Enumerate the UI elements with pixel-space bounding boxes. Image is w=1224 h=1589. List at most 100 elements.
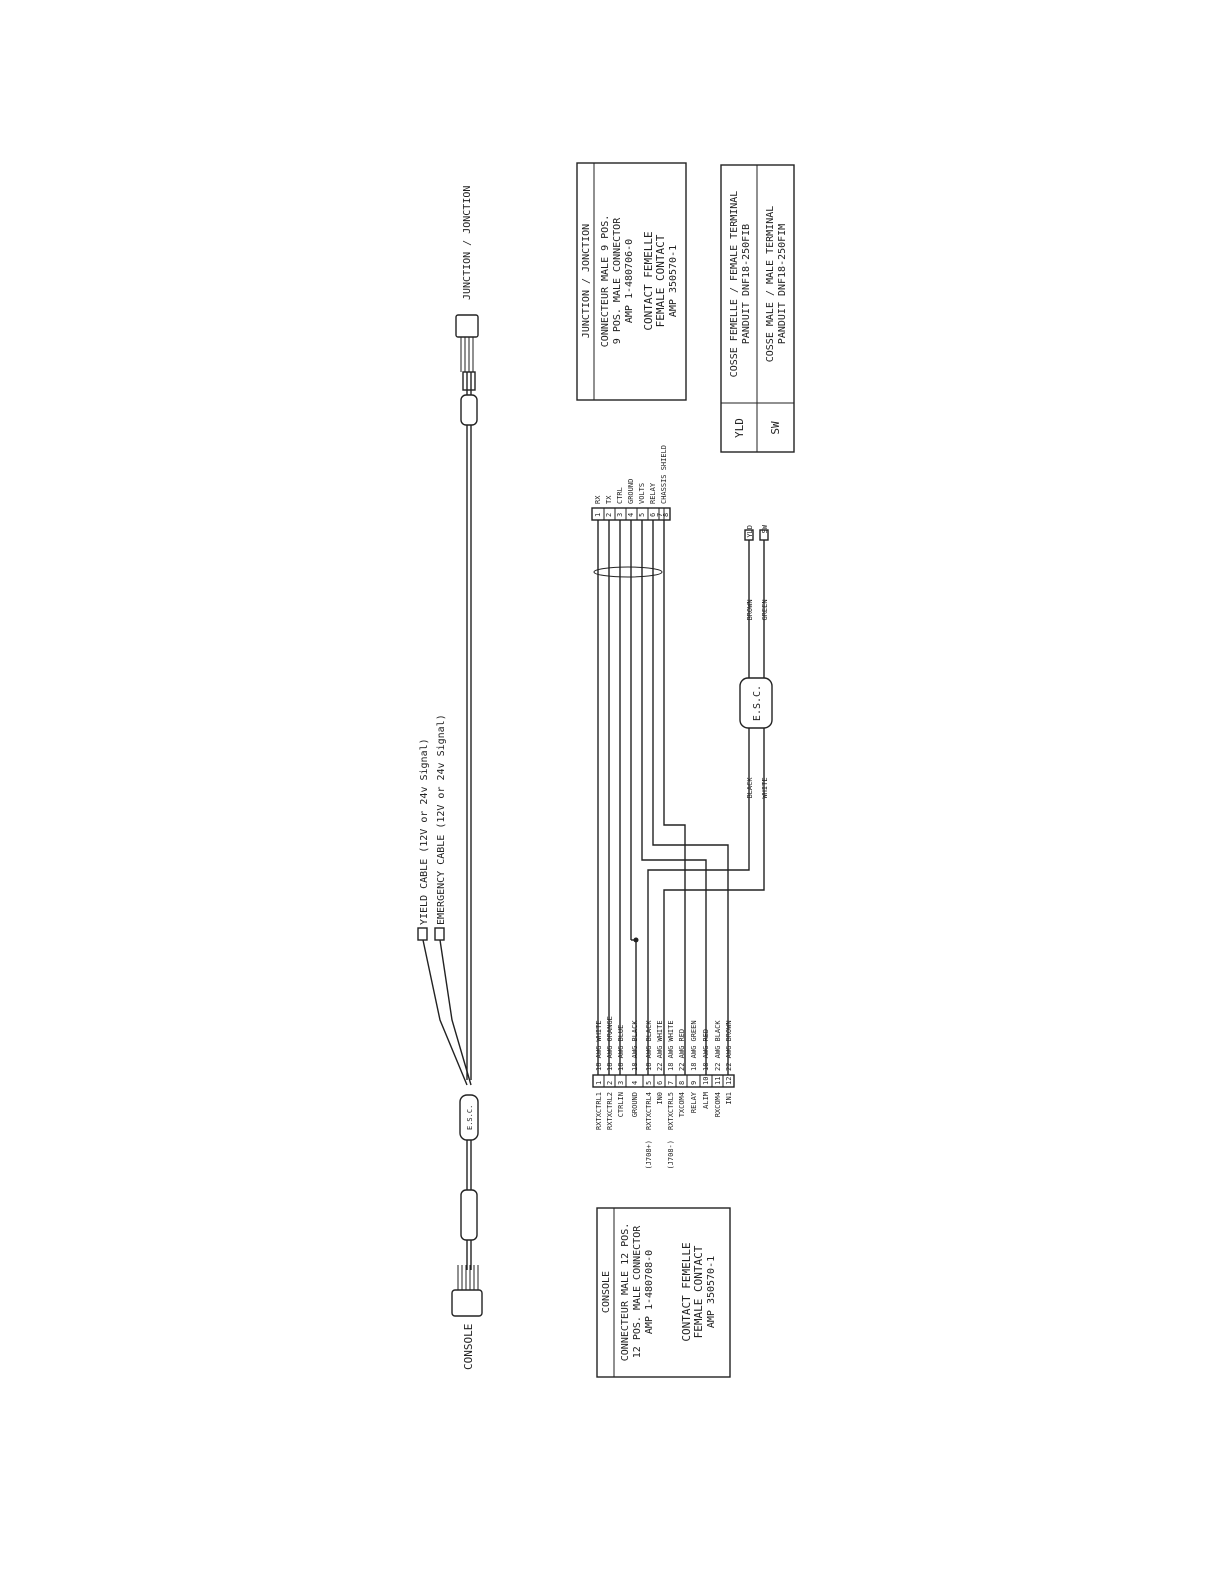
terminal-row2-line2: PANDUIT DNF18-250FIM — [777, 224, 788, 344]
terminal-row1-line2: PANDUIT DNF18-250FIB — [741, 224, 752, 344]
junction-pin-signal: VOLTS — [638, 483, 646, 504]
console-pin-num: 10 — [702, 1077, 710, 1085]
console-pin-signal: RXTXCTRL1 — [595, 1092, 603, 1130]
terminal-row1-line1: COSSE FEMELLE / FEMALE TERMINAL — [729, 191, 740, 378]
console-pin-num: 7 — [667, 1081, 675, 1085]
console-pin-signal: CTRLIN — [617, 1092, 625, 1117]
console-pin-wire: 22 AWG RED — [678, 1029, 686, 1071]
console-box-line5: FEMALE CONTACT — [692, 1245, 705, 1338]
esc-overview-label: E.S.C. — [466, 1105, 474, 1130]
junction-box-line5: FEMALE CONTACT — [654, 234, 667, 327]
console-pin-num: 8 — [678, 1081, 686, 1085]
console-pin-wire: 18 AWG BLACK — [645, 1020, 653, 1071]
terminal-info-box: YLD COSSE FEMELLE / FEMALE TERMINAL PAND… — [720, 164, 795, 453]
console-box-line1: CONNECTEUR MALE 12 POS. — [620, 1223, 631, 1361]
console-pin-wire: 18 AWG WHITE — [595, 1020, 603, 1071]
console-pin-strip: 1 2 3 4 5 6 7 8 9 10 11 12 18 AWG WHITE … — [592, 1016, 735, 1170]
console-pin-signal: TXCOM4 — [678, 1092, 686, 1117]
junction-pin-signal: CHASSIS SHIELD — [660, 445, 668, 504]
junction-pin-signal: CTRL — [616, 487, 624, 504]
console-pin-signal: RXCOM4 — [714, 1092, 722, 1117]
junction-pin-num: 1 — [594, 513, 602, 517]
console-pin-wire: 18 AWG BLACK — [631, 1020, 639, 1071]
console-pin-wire: 18 AWG RED — [702, 1029, 710, 1071]
esc-module-label: E.S.C. — [752, 685, 763, 721]
emergency-terminal-icon — [434, 927, 445, 941]
junction-box-title: JUNCTION / JONCTION — [581, 224, 592, 338]
terminal-row1-code: YLD — [733, 418, 746, 438]
console-pin-wire: 18 AWG ORANGE — [606, 1016, 614, 1071]
junction-overview-label: JUNCTION / JONCTION — [462, 186, 473, 300]
terminal-row2-code: SW — [769, 421, 782, 435]
junction-pin-num: 3 — [616, 513, 624, 517]
junction-box-line3: AMP 1-480706-0 — [624, 239, 635, 323]
console-connector-icon — [451, 1265, 483, 1317]
console-box-line4: CONTACT FEMELLE — [680, 1242, 693, 1341]
junction-box-line1: CONNECTEUR MALE 9 POS. — [600, 215, 611, 347]
junction-pin-num: 4 — [627, 513, 635, 517]
console-pin-wire: 22 AWG BROWN — [725, 1020, 733, 1071]
console-pin-signal: RXTXCTRL2 — [606, 1092, 614, 1130]
console-box-line2: 12 POS. MALE CONNECTOR — [632, 1225, 643, 1358]
junction-info-box: JUNCTION / JONCTION CONNECTEUR MALE 9 PO… — [576, 162, 687, 401]
emergency-cable-label: EMERGENCY CABLE (12V or 24v Signal) — [436, 714, 447, 925]
console-pin-signal: IN1 — [725, 1092, 733, 1105]
junction-pin-num: 8 — [662, 513, 670, 517]
esc-term-yld: YLD — [746, 525, 754, 538]
junction-pin-num: 6 — [649, 513, 657, 517]
sw-terminal-icon — [759, 529, 769, 541]
yield-cable-label: YIELD CABLE (12V or 24v Signal) — [419, 738, 430, 925]
junction-pin-signal: TX — [605, 495, 613, 504]
j708-plus-note: (J708+) — [645, 1140, 653, 1170]
console-pin-signal: ALIM — [702, 1092, 710, 1109]
junction-pin-signal: RX — [594, 495, 602, 504]
junction-connector-icon — [455, 314, 479, 372]
console-info-box: CONSOLE CONNECTEUR MALE 12 POS. 12 POS. … — [596, 1207, 731, 1378]
console-pin-num: 9 — [690, 1081, 698, 1085]
shield-ellipse — [593, 566, 663, 578]
console-pin-num: 1 — [595, 1081, 603, 1085]
ground-splice-dot — [633, 937, 639, 943]
junction-box-line2: 9 POS. MALE CONNECTOR — [612, 217, 623, 344]
j708-minus-note: (J708-) — [667, 1140, 675, 1170]
esc-wire-white: WHITE — [761, 777, 769, 798]
console-pin-num: 2 — [606, 1081, 614, 1085]
console-overview-label: CONSOLE — [462, 1324, 475, 1370]
junction-pin-num: 5 — [638, 513, 646, 517]
console-box-line6: AMP 350570-1 — [706, 1256, 717, 1328]
junction-box-line6: AMP 350570-1 — [668, 245, 679, 317]
console-box-line3: AMP 1-480708-0 — [644, 1250, 655, 1334]
console-pin-wire: 18 AWG WHITE — [667, 1020, 675, 1071]
console-pin-signal: RXTXCTRL5 — [667, 1092, 675, 1130]
esc-term-sw: SW — [761, 524, 769, 533]
console-pin-num: 12 — [725, 1077, 733, 1085]
esc-wire-brown: BROWN — [746, 599, 754, 620]
junction-pin-signal: RELAY — [649, 482, 657, 504]
junction-pin-num: 2 — [605, 513, 613, 517]
console-pin-num: 11 — [714, 1077, 722, 1085]
esc-overview-body: E.S.C. — [459, 1094, 479, 1141]
esc-wire-black: BLACK — [746, 777, 754, 799]
esc-wire-green: GREEN — [761, 599, 769, 620]
console-pin-wire: 18 AWG BLUE — [617, 1025, 625, 1071]
yld-terminal-icon — [744, 529, 754, 541]
console-pin-num: 5 — [645, 1081, 653, 1085]
schematic-wires — [593, 520, 765, 1075]
junction-box-line4: CONTACT FEMELLE — [642, 231, 655, 330]
yield-terminal-icon — [417, 927, 428, 941]
console-pin-signal: RELAY — [690, 1091, 698, 1113]
harness-overview: JUNCTION / JONCTION E.S.C. CONSOLE YIELD… — [417, 186, 483, 1370]
terminal-row2-line1: COSSE MALE / MALE TERMINAL — [765, 206, 776, 363]
console-pin-signal: IN0 — [656, 1092, 664, 1105]
console-pin-signal: GROUND — [631, 1092, 639, 1117]
console-pin-wire: 18 AWG GREEN — [690, 1020, 698, 1071]
console-pin-signal: RXTXCTRL4 — [645, 1092, 653, 1130]
esc-module: E.S.C. YLD SW BROWN GREEN BLACK WHITE — [739, 524, 773, 799]
console-pin-num: 4 — [631, 1081, 639, 1085]
console-box-title: CONSOLE — [601, 1271, 612, 1313]
console-pin-wire: 22 AWG BLACK — [714, 1020, 722, 1071]
console-pin-wire: 22 AWG WHITE — [656, 1020, 664, 1071]
junction-pin-signal: GROUND — [627, 479, 635, 504]
